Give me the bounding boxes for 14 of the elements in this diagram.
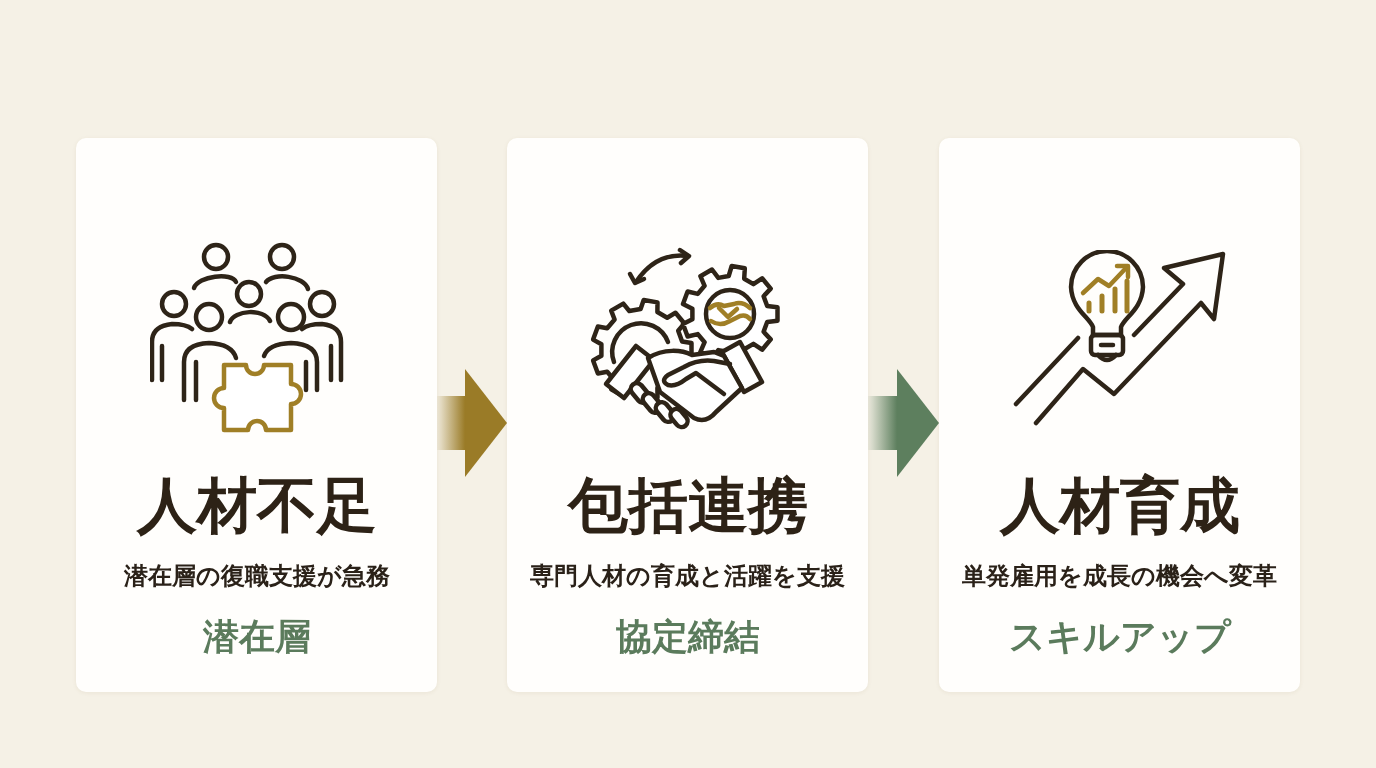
process-card: [939, 138, 1300, 692]
card-description: 単発雇用を成長の機会へ変革: [962, 562, 1277, 591]
keyword-text: スキルアップ: [1008, 614, 1231, 658]
card-title: 人材育成: [999, 472, 1240, 538]
arrow: [437, 369, 507, 477]
keyword-text: 潜在層: [202, 614, 311, 658]
card-title: 包括連携: [567, 472, 808, 538]
card-description: 潜在層の復職支援が急務: [123, 562, 390, 591]
process-card: [76, 138, 437, 692]
card-title: 人材不足: [136, 472, 377, 538]
keyword-text: 協定締結: [615, 614, 760, 658]
card-description: 専門人材の育成と活躍を支援: [530, 562, 845, 591]
arrow: [868, 369, 939, 477]
process-card: [507, 138, 868, 692]
